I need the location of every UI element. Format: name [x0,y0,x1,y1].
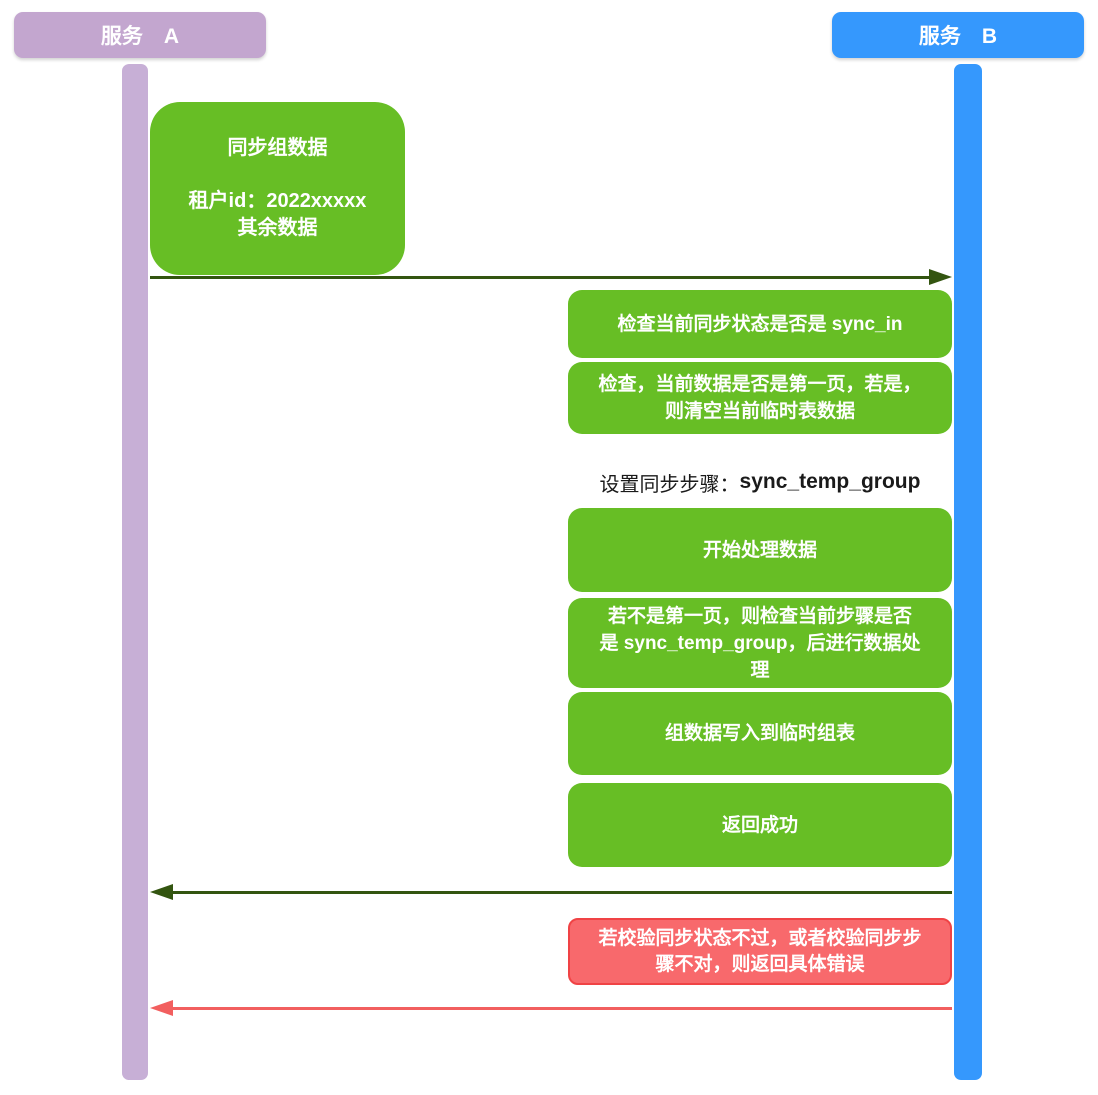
error-line: 若校验同步状态不过，或者校验同步步 [598,927,922,949]
lifeline-a [122,64,148,1080]
arrowhead-left-icon [150,884,173,900]
actor-b-header: 服务 B [832,12,1084,58]
actor-a-header: 服务 A [14,12,266,58]
process-line: 检查当前同步状态是否是 sync_in [617,313,903,335]
set-step-prefix: 设置同步步骤： [599,473,740,496]
process-line: 则清空当前临时表数据 [664,401,855,422]
note-tenant-id: 租户id：2022xxxxx [188,190,367,212]
lifeline-b [954,64,982,1080]
error-arrowhead-left-icon [150,1000,173,1016]
note-validation-error: 若校验同步状态不过，或者校验同步步 骤不对，则返回具体错误 [568,918,952,985]
error-line: 骤不对，则返回具体错误 [655,953,865,975]
process-line: 开始处理数据 [702,539,817,561]
arrowhead-right-icon [929,269,952,285]
process-start-processing: 开始处理数据 [568,508,952,592]
process-check-sync-state: 检查当前同步状态是否是 sync_in [568,290,952,358]
note-title: 同步组数据 [227,137,328,159]
set-step-value: sync_temp_group [739,470,921,493]
set-sync-step-label: 设置同步步骤： sync_temp_group [568,466,952,498]
process-return-success: 返回成功 [568,783,952,867]
process-not-first-page: 若不是第一页，则检查当前步骤是否 是 sync_temp_group，后进行数据… [568,598,952,688]
process-line: 返回成功 [721,814,798,836]
request-arrow-line [150,276,932,279]
process-line: 是 sync_temp_group，后进行数据处 [599,632,921,654]
process-check-first-page: 检查，当前数据是否是第一页，若是， 则清空当前临时表数据 [568,362,952,434]
actor-b-label: 服务 B [918,25,998,48]
process-line: 理 [750,659,770,681]
process-line: 检查，当前数据是否是第一页，若是， [598,374,922,395]
process-write-temp-table: 组数据写入到临时组表 [568,692,952,775]
note-rest-data: 其余数据 [237,217,318,239]
actor-a-label: 服务 A [100,25,180,48]
process-line: 组数据写入到临时组表 [664,723,855,744]
success-return-arrow-line [170,891,952,894]
error-return-arrow-line [170,1007,952,1010]
process-line: 若不是第一页，则检查当前步骤是否 [607,605,912,627]
note-sync-group-data: 同步组数据 租户id：2022xxxxx 其余数据 [150,102,405,275]
